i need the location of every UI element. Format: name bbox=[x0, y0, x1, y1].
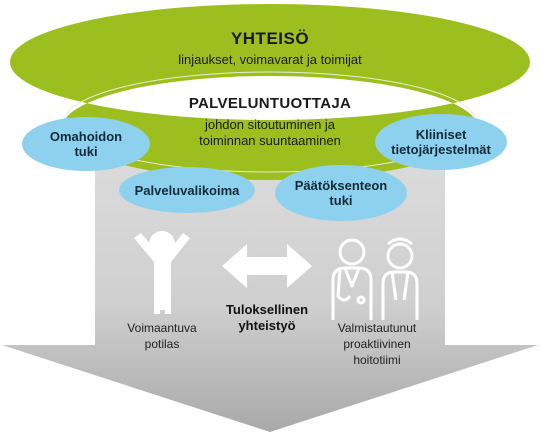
patient-label-line2: potilas bbox=[144, 337, 180, 351]
decision-support-label-line1: Päätöksenteon bbox=[294, 178, 388, 193]
team-label-line2: proaktiivinen bbox=[343, 337, 411, 351]
ellipse-service-selection bbox=[119, 167, 255, 213]
patient-label-line1: Voimaantuva bbox=[127, 321, 197, 335]
team-label-line1: Valmistautunut bbox=[337, 321, 417, 335]
patient-label: Voimaantuva potilas bbox=[110, 320, 214, 352]
team-label: Valmistautunut proaktiivinen hoitotiimi bbox=[322, 320, 432, 368]
provider-title: PALVELUNTUOTTAJA bbox=[188, 95, 352, 112]
ellipse-decision-support bbox=[275, 165, 407, 221]
interaction-label: Tuloksellinen yhteistyö bbox=[212, 302, 322, 334]
decision-support-label-line2: tuki bbox=[329, 193, 353, 208]
patient-figure-icon bbox=[134, 231, 190, 314]
team-label-line3: hoitotiimi bbox=[353, 353, 401, 367]
service-selection-label-line1: Palveluvalikoima bbox=[134, 182, 240, 198]
service-selection-label: Palveluvalikoima bbox=[119, 167, 255, 213]
clinical-systems-label-line2: tietojärjestelmät bbox=[391, 142, 491, 157]
doctor-icon bbox=[331, 238, 373, 320]
ellipse-self-care bbox=[22, 117, 150, 171]
decision-support-label: Päätöksenteon tuki bbox=[275, 165, 407, 221]
nurse-icon bbox=[381, 237, 419, 320]
downward-arrow-shape bbox=[2, 150, 538, 432]
double-arrow-icon bbox=[222, 244, 312, 288]
interaction-label-line2: yhteistyö bbox=[238, 318, 296, 333]
self-care-label-line2: tuki bbox=[74, 144, 98, 159]
clinical-systems-label-line1: Kliiniset bbox=[415, 127, 467, 142]
provider-line2: toiminnan suuntaaminen bbox=[199, 133, 341, 148]
self-care-label-line1: Omahoidon bbox=[49, 129, 123, 144]
interaction-label-line1: Tuloksellinen bbox=[225, 302, 309, 317]
community-title: YHTEISÖ bbox=[230, 29, 310, 48]
provider-line1: johdon sitoutuminen ja bbox=[204, 117, 336, 132]
self-care-label: Omahoidon tuki bbox=[22, 117, 150, 171]
community-subtitle: linjaukset, voimavarat ja toimijat bbox=[178, 52, 362, 67]
clinical-systems-label: Kliiniset tietojärjestelmät bbox=[375, 114, 507, 170]
ellipse-clinical-systems bbox=[375, 114, 507, 170]
